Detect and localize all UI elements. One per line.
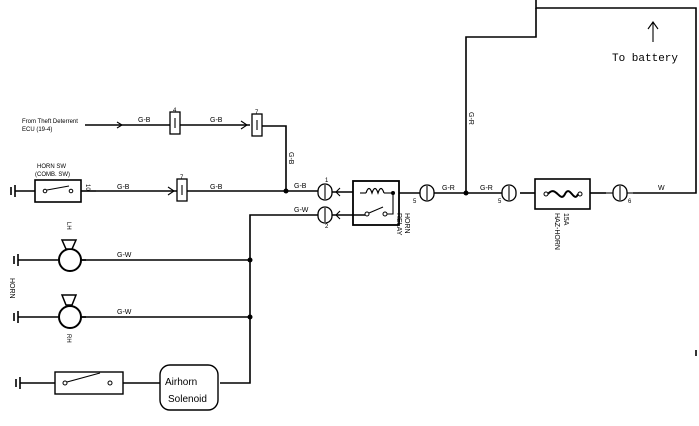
wire-label-gr-1: G-R (442, 185, 455, 192)
gr-wires: G-R G-R G-R (434, 8, 537, 196)
wire-label-gw-rh: G-W (117, 309, 132, 316)
svg-text:7: 7 (180, 175, 184, 181)
battery-wire: To battery W (535, 0, 697, 194)
gb-wires: G-B G-B G-B G-B (117, 125, 318, 194)
wire-label-gr-vertical: G-R (467, 112, 474, 125)
horn-group-label: HORN (8, 278, 15, 299)
svg-text:4: 4 (173, 108, 177, 114)
to-battery-label: To battery (612, 53, 678, 65)
svg-text:RH: RH (65, 334, 71, 343)
wire-label-gw-lh: G-W (117, 252, 132, 259)
svg-text:5: 5 (498, 199, 502, 205)
wire-label-gb-relay-in: G-B (294, 183, 307, 190)
junction-connector-7-mid: 7 (96, 175, 188, 202)
horn-relay: HORN RELAY (352, 180, 410, 236)
svg-text:5: 5 (413, 199, 417, 205)
wire-label-gr-2: G-R (480, 185, 493, 192)
wire-label-gb-top-right: G-B (210, 117, 223, 124)
horn-rh: RH (13, 294, 86, 343)
svg-text:1: 1 (325, 178, 329, 184)
airhorn-circuit: Airhorn Solenoid (15, 364, 219, 411)
gw-wires: G-W G-W G-W (80, 207, 318, 384)
svg-text:Airhorn: Airhorn (165, 377, 197, 388)
wire-label-gw-relay: G-W (294, 207, 309, 214)
horn-switch: HORN SW (COMB. SW) 10 (10, 164, 96, 203)
wire-label-gb-mid-right: G-B (210, 184, 223, 191)
wire-label-gb-top-left: G-B (138, 117, 151, 124)
airhorn-solenoid (159, 364, 219, 411)
wire-label-w: W (658, 185, 665, 192)
up-arrow-icon (647, 21, 659, 30)
svg-text:From Theft Deterrent: From Theft Deterrent (22, 119, 78, 125)
connector-1: 1 (317, 178, 353, 201)
svg-text:(COMB. SW): (COMB. SW) (35, 172, 70, 178)
svg-text:HORN SW: HORN SW (37, 164, 66, 170)
svg-text:HAZ-HORN: HAZ-HORN (553, 213, 560, 250)
svg-text:10: 10 (84, 184, 90, 191)
connector-6: 6 (606, 184, 633, 205)
theft-deterrent-input: From Theft Deterrent ECU (19-4) G-B G-B (22, 117, 250, 133)
junction-connector-7-top: 7 (251, 110, 263, 137)
wire-label-gb-mid-left: G-B (117, 184, 130, 191)
svg-text:RELAY: RELAY (395, 213, 402, 236)
connector-5-left: 5 (399, 184, 435, 205)
svg-text:ECU (19-4): ECU (19-4) (22, 127, 52, 133)
wire-label-gb-vertical: G-B (287, 152, 294, 165)
svg-text:7: 7 (255, 110, 259, 116)
svg-text:HORN: HORN (403, 213, 410, 234)
svg-text:15A: 15A (562, 213, 569, 226)
svg-text:6: 6 (628, 199, 632, 205)
svg-text:LH: LH (65, 222, 71, 230)
svg-text:Solenoid: Solenoid (168, 394, 207, 405)
connector-2: 2 (317, 206, 365, 230)
svg-text:2: 2 (325, 224, 329, 230)
horn-lh: LH (13, 222, 86, 272)
junction-connector-4: 4 (169, 108, 181, 135)
fuse-haz-horn: 15A HAZ-HORN (520, 178, 606, 250)
connector-5-right: 5 (498, 184, 517, 205)
